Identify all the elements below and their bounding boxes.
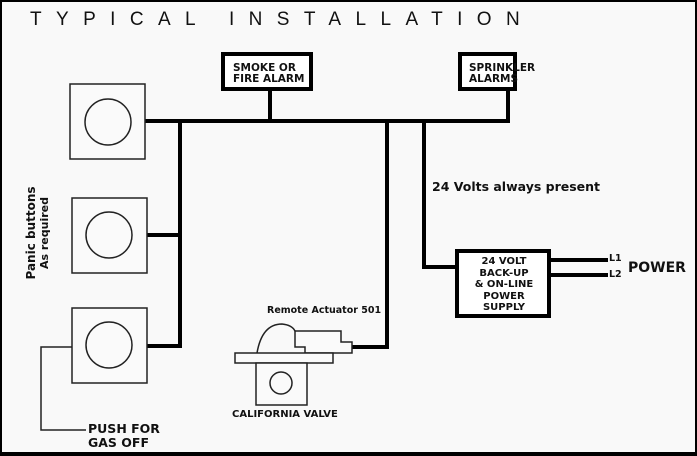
sprinkler-label-line2: ALARMS	[469, 73, 519, 85]
power-supply-line4: POWER	[483, 290, 525, 302]
panic-button-2	[71, 197, 148, 274]
panic-buttons-label: Panic buttons As required	[24, 178, 51, 288]
valve-flange	[234, 352, 334, 364]
l2-label: L2	[609, 269, 622, 280]
push-for-gas-off-line2: GAS OFF	[88, 435, 149, 450]
panic-button-3	[71, 307, 148, 384]
push-for-gas-off-label: PUSH FOR GAS OFF	[88, 422, 160, 450]
power-supply-box	[455, 249, 551, 318]
valve-port	[269, 371, 293, 395]
power-supply-line2: BACK-UP	[479, 267, 529, 279]
actuator-dome	[256, 323, 296, 354]
remote-actuator-label: Remote Actuator 501	[267, 305, 382, 316]
california-valve-label: CALIFORNIA VALVE	[232, 409, 338, 420]
california-valve-drawing	[234, 323, 353, 406]
valve-body	[255, 362, 308, 406]
smoke-alarm-box	[221, 52, 313, 91]
power-supply-line5: SUPPLY	[482, 302, 526, 313]
push-for-gas-off-line1: PUSH FOR	[88, 421, 160, 436]
smoke-alarm-label: SMOKE OR FIRE ALARM	[233, 63, 304, 85]
power-label: POWER	[628, 260, 686, 276]
power-supply-line3: & ON-LINE	[474, 279, 534, 290]
power-supply-line1: 24 VOLT	[481, 256, 527, 267]
voltage-note: 24 Volts always present	[432, 179, 601, 194]
smoke-alarm-label-line2: FIRE ALARM	[233, 73, 305, 85]
l1-label: L1	[609, 253, 622, 264]
power-supply-label: 24 VOLT BACK-UP & ON-LINE POWER SUPPLY	[459, 256, 549, 314]
panic-button-1	[69, 83, 146, 160]
actuator-wire	[352, 121, 389, 349]
sprinkler-alarms-box	[458, 52, 517, 91]
sprinkler-alarms-label: SPRINKLER ALARMS	[469, 63, 535, 85]
panic-buttons-label-line1: Panic buttons	[24, 186, 38, 280]
page-title: TYPICAL INSTALLATION	[30, 9, 535, 30]
smoke-alarm-label-line1: SMOKE OR	[233, 62, 296, 74]
power-supply-wire	[422, 121, 456, 269]
sprinkler-label-line1: SPRINKLER	[469, 62, 536, 74]
actuator-body	[294, 330, 353, 354]
gas-off-leader-line	[40, 346, 86, 431]
panic-buttons-label-line2: As required	[38, 197, 51, 270]
